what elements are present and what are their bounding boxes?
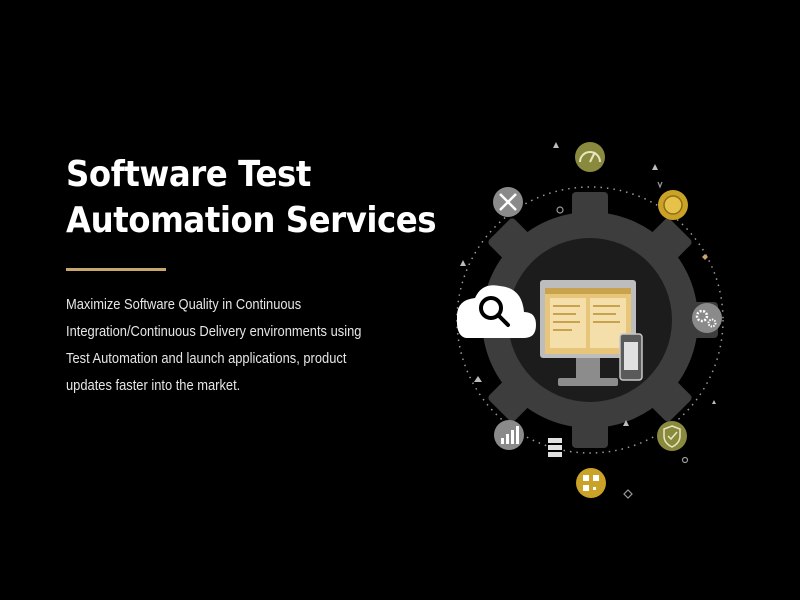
hero-text: Software Test Automation Services Maximi…	[66, 152, 437, 414]
server-icon	[548, 438, 562, 457]
title-line: Software Test	[66, 154, 311, 195]
description-line: Maximize Software Quality in Continuous	[66, 296, 302, 313]
coin-icon	[658, 190, 688, 220]
gears-icon	[692, 303, 722, 333]
description-line: updates faster into the market.	[66, 377, 241, 394]
cloud-icon	[456, 285, 536, 338]
wrench-screwdriver-icon	[493, 187, 523, 217]
shield-check-icon	[657, 421, 687, 451]
page-title: Software Test Automation Services	[66, 152, 437, 244]
description-line: Test Automation and launch applications,…	[66, 350, 347, 367]
qr-code-icon	[576, 468, 606, 498]
description-line: Integration/Continuous Delivery environm…	[66, 323, 362, 340]
monitor-icon	[540, 280, 636, 386]
search-icon	[479, 296, 510, 327]
orbit-ring	[456, 186, 724, 454]
automation-illustration	[440, 120, 740, 520]
accent-divider	[66, 268, 166, 271]
hero-description: Maximize Software Quality in Continuous …	[66, 291, 376, 399]
title-line: Automation Services	[66, 200, 437, 241]
decorative-marks	[460, 142, 716, 499]
phone-icon	[619, 333, 643, 381]
speedometer-icon	[575, 142, 605, 172]
bar-chart-icon	[494, 420, 524, 450]
